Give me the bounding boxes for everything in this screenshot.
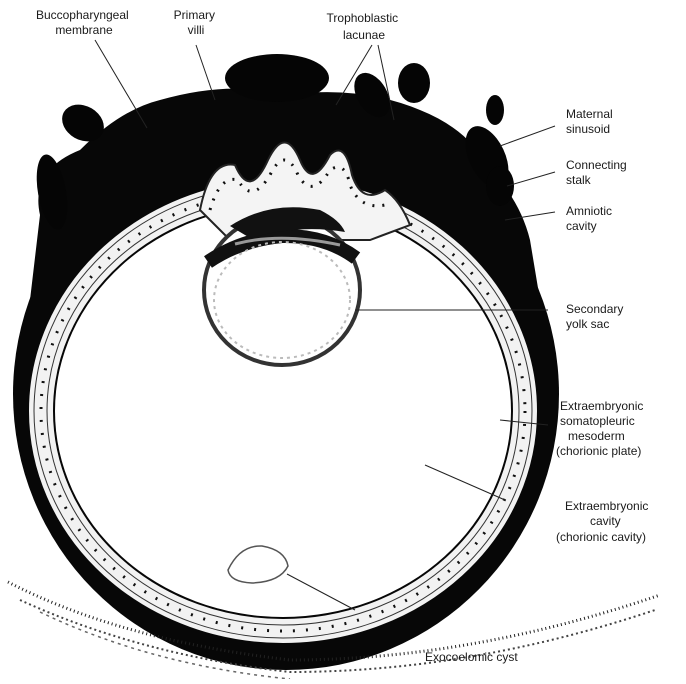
label-buccopharyngeal-membrane: Buccopharyngeal membrane: [36, 8, 132, 37]
label-exocoelomic-cyst: Exocoelomic cyst: [425, 650, 518, 664]
label-primary-villi: Primary villi: [174, 8, 219, 37]
label-somatopleuric-mesoderm: Extraembryonic somatopleuric mesoderm (c…: [556, 399, 647, 458]
label-trophoblastic-lacunae: Trophoblastic lacunae: [327, 11, 402, 42]
label-amniotic-cavity: Amniotic cavity: [566, 204, 615, 233]
label-connecting-stalk: Connecting stalk: [566, 158, 630, 187]
label-secondary-yolk-sac: Secondary yolk sac: [566, 302, 627, 331]
label-extraembryonic-cavity: Extraembryonic cavity (chorionic cavity): [556, 499, 652, 544]
label-maternal-sinusoid: Maternal sinusoid: [566, 107, 616, 136]
